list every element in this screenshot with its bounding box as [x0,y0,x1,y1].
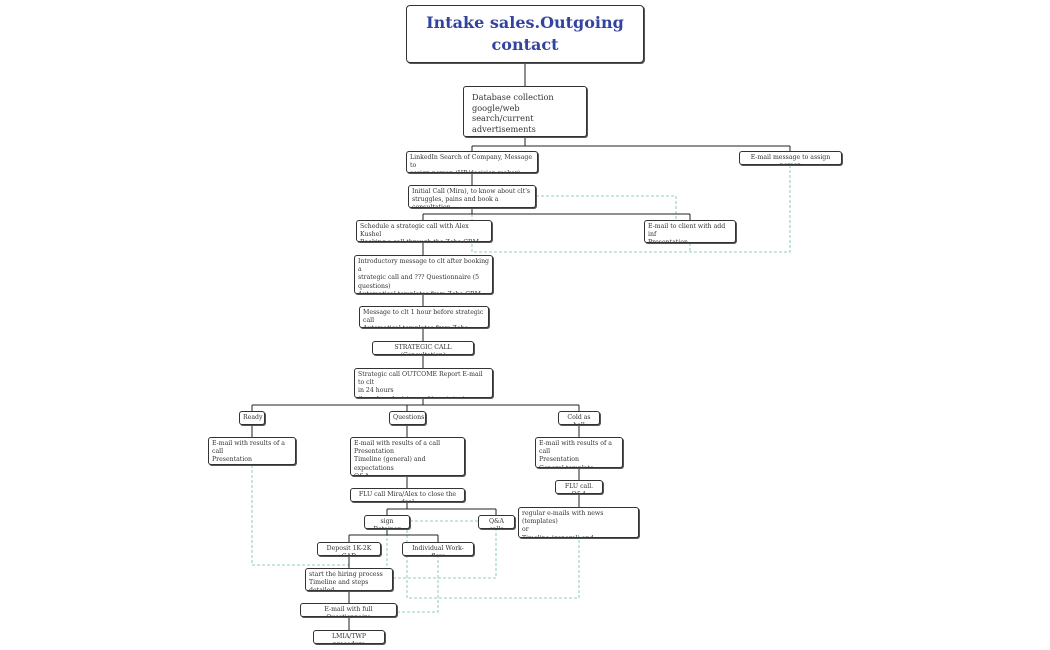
link-flu-split [386,502,497,515]
node-email-cold: E-mail with results of a call Presentati… [535,437,623,468]
dashed-link-workflow-to-email [397,555,439,613]
node-database-collection: Database collection google/web search/cu… [463,86,587,137]
node-deposit: Deposit 1K-2K CAD [317,542,381,556]
node-start-hiring: start the hiring process Timeline and st… [305,568,393,591]
dashed-link-qa-to-hiring [393,528,497,579]
node-lmia-procedure: LMIA/TWP procedure [313,630,385,644]
node-individual-workflow: Individual Work-flow [402,542,474,556]
node-strategic-call-outcome: Strategic call OUTCOME Report E-mail to … [354,368,493,398]
node-initial-call: Initial Call (Mira), to know about clt's… [408,185,536,208]
node-linkedin-search: LinkedIn Search of Company, Message to a… [406,151,538,173]
diagram-title: Intake sales.Outgoing contact [406,5,644,63]
node-flu-qa: FLU call. Q&A [555,480,603,494]
node-strategic-call: STRATEGIC CALL (Consultation) [372,341,474,355]
node-email-ready: E-mail with results of a call Presentati… [208,437,296,465]
node-ready: Ready [239,411,265,425]
node-sign-retainer: sign Retainer [364,515,410,529]
node-regular-emails: regular e-mails with news (templates) or… [518,507,639,538]
dashed-link-regular-emails [406,530,580,599]
node-introductory-message: Introductory message to clt after bookin… [354,255,493,294]
dashed-link-email-assign [471,165,791,253]
node-qa-calls: Q&A calls [478,515,515,529]
solid-connectors [251,63,791,630]
node-message-1h-before: Message to clt 1 hour before strategic c… [359,306,489,328]
link-database-split [471,137,791,151]
node-email-full-questionnaire: E-mail with full Questionnaire [300,603,397,617]
node-cold-as-hell: Cold as hell [558,411,600,425]
node-schedule-strategic-call: Schedule a strategic call with Alex Kush… [356,220,492,242]
node-flu-close-deal: FLU call Mira/Alex to close the deal [350,488,465,502]
node-questions: Questions [389,411,426,425]
node-email-client-info: E-mail to client with add inf Presentati… [644,220,736,243]
dashed-link-initial-to-email-client [536,195,677,220]
link-outcome-split [251,398,580,411]
node-email-questions: E-mail with results of a call Presentati… [350,437,465,476]
link-sign-split [348,528,439,542]
link-initial-split [422,208,691,220]
node-email-assign-person: E-mail message to assign person [739,151,842,165]
